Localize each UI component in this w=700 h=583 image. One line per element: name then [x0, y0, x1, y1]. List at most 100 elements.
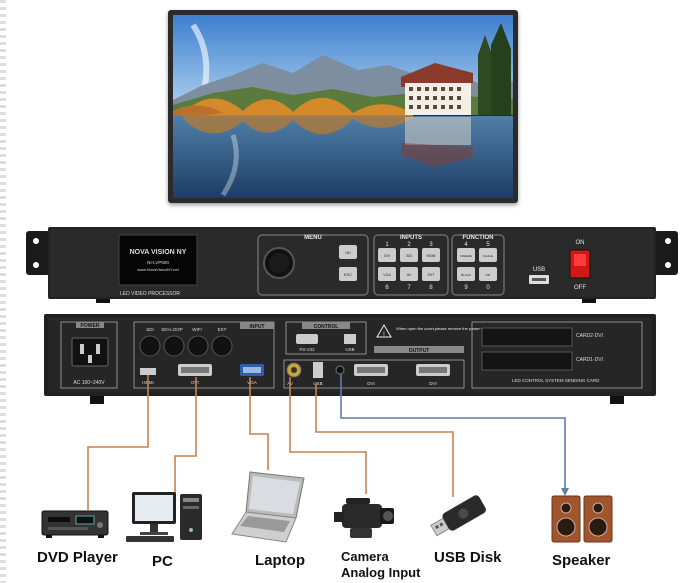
warning-icon — [376, 324, 392, 338]
device-label-laptop: Laptop — [255, 552, 305, 569]
screen-brand: NOVA VISION NY — [130, 249, 187, 256]
on-label: ON — [576, 240, 585, 246]
svg-text:!: ! — [383, 332, 385, 338]
card2-slot[interactable] — [481, 327, 573, 347]
rs232-port[interactable] — [296, 334, 318, 344]
device-label-dvd-player: DVD Player — [37, 549, 118, 566]
rear-usb-port[interactable] — [313, 362, 323, 378]
function-button-scale[interactable]: SCALE — [479, 248, 497, 262]
svg-text:DVI: DVI — [191, 380, 199, 385]
svg-text:HDMI: HDMI — [427, 254, 436, 258]
svg-text:EXT: EXT — [218, 327, 227, 332]
speaker-icon — [551, 495, 613, 543]
svg-text:SDI: SDI — [406, 254, 412, 258]
input-button-ext[interactable]: EXT — [422, 267, 440, 281]
svg-text:1: 1 — [385, 242, 389, 248]
device-label-analog-input: Analog Input — [341, 565, 421, 580]
svg-text:SDI-LOOP: SDI-LOOP — [161, 327, 183, 332]
svg-text:FREEZE: FREEZE — [460, 254, 472, 258]
hdmi-port[interactable] — [140, 368, 156, 375]
svg-text:SCALE: SCALE — [483, 254, 493, 258]
audio-port[interactable] — [335, 365, 345, 375]
svg-text:DVI: DVI — [384, 254, 390, 258]
svg-text:PIP: PIP — [486, 273, 491, 277]
device-label-pc: PC — [152, 553, 173, 570]
svg-text:USB: USB — [313, 381, 322, 386]
svg-text:USB: USB — [345, 347, 354, 352]
sdi-loop-port[interactable] — [163, 335, 185, 357]
input-label: INPUT — [250, 324, 265, 330]
usb-disk-icon — [430, 495, 486, 537]
control-label: CONTROL — [314, 324, 339, 330]
wifi-port[interactable] — [187, 335, 209, 357]
input-button-dvi[interactable]: DVI — [378, 248, 396, 262]
function-label: FUNCTION — [463, 235, 494, 241]
svg-text:9: 9 — [464, 285, 468, 291]
left-rack-ear — [26, 231, 50, 275]
laptop-icon — [231, 471, 305, 543]
off-label: OFF — [574, 285, 586, 291]
svg-text:VGA: VGA — [383, 273, 391, 277]
svg-text:AV: AV — [407, 273, 412, 277]
input-button-sdi[interactable]: SDI — [400, 248, 418, 262]
svg-text:CARD1-DVI: CARD1-DVI — [576, 357, 603, 363]
power-label: POWER — [81, 323, 100, 329]
svg-text:EXT: EXT — [428, 273, 436, 277]
svg-text:DVI: DVI — [367, 381, 375, 386]
svg-text:OK: OK — [345, 250, 351, 255]
right-rack-ear — [654, 231, 678, 275]
input-button-vga[interactable]: VGA — [378, 267, 396, 281]
front-caption: LED VIDEO PROCESSOR — [120, 291, 180, 297]
warning-text: When open the cover,please remove the po… — [396, 326, 494, 331]
front-usb-label: USB — [533, 267, 545, 273]
device-label-camera: Camera — [341, 549, 389, 564]
dvd-player-icon — [41, 510, 109, 538]
card1-slot[interactable] — [481, 351, 573, 371]
ext-port[interactable] — [211, 335, 233, 357]
svg-text:7: 7 — [407, 285, 411, 291]
rear-panel: POWER AC 100~240V INPUT SDI SDI-LOOP WIF… — [44, 314, 656, 404]
svg-text:3: 3 — [429, 242, 433, 248]
camera-icon — [334, 498, 394, 538]
menu-label: MENU — [304, 235, 322, 241]
svg-text:4: 4 — [464, 242, 468, 248]
svg-text:BLACK: BLACK — [461, 273, 471, 277]
function-button-pip[interactable]: PIP — [479, 267, 497, 281]
control-usb-port[interactable] — [344, 334, 356, 344]
landscape-image — [173, 15, 513, 198]
svg-text:RS-232: RS-232 — [299, 347, 315, 352]
svg-text:CARD2-DVI: CARD2-DVI — [576, 333, 603, 339]
menu-button-esc[interactable]: ESC — [339, 267, 357, 281]
function-button-freeze[interactable]: FREEZE — [457, 248, 475, 262]
svg-text:2: 2 — [407, 242, 411, 248]
sending-card-label: LED CONTROL SYSTEM SENDING CARD — [512, 378, 600, 383]
svg-text:AV: AV — [287, 381, 293, 386]
inputs-label: INPUTS — [400, 235, 422, 241]
svg-text:5: 5 — [486, 242, 490, 248]
output-label: OUTPUT — [409, 348, 430, 354]
left-dashed-border — [0, 0, 6, 583]
svg-text:6: 6 — [385, 285, 389, 291]
front-panel: NOVA VISION NY NI-LVP500 www.NovaVisionN… — [26, 227, 678, 303]
svg-text:SDI: SDI — [146, 327, 154, 332]
screen-model: NI-LVP500 — [147, 260, 169, 265]
device-label-speaker: Speaker — [552, 552, 611, 569]
svg-text:WIFI: WIFI — [192, 327, 202, 332]
svg-text:HDMI: HDMI — [142, 380, 154, 385]
function-button-black[interactable]: BLACK — [457, 267, 475, 281]
screen-url: www.NovaVisionNY.net — [137, 267, 179, 272]
pc-icon — [126, 492, 202, 542]
sdi-port[interactable] — [139, 335, 161, 357]
power-voltage: AC 100~240V — [73, 380, 105, 386]
svg-text:0: 0 — [486, 285, 490, 291]
svg-text:VGA: VGA — [247, 380, 257, 385]
input-button-hdmi[interactable]: HDMI — [422, 248, 440, 262]
svg-text:8: 8 — [429, 285, 433, 291]
lcd-screen — [118, 234, 198, 286]
svg-text:ESC: ESC — [344, 272, 352, 277]
menu-button-ok[interactable]: OK — [339, 245, 357, 259]
led-display-screen — [168, 10, 518, 203]
svg-text:DVI: DVI — [429, 381, 437, 386]
input-button-av[interactable]: AV — [400, 267, 418, 281]
device-label-usb-disk: USB Disk — [434, 549, 502, 566]
